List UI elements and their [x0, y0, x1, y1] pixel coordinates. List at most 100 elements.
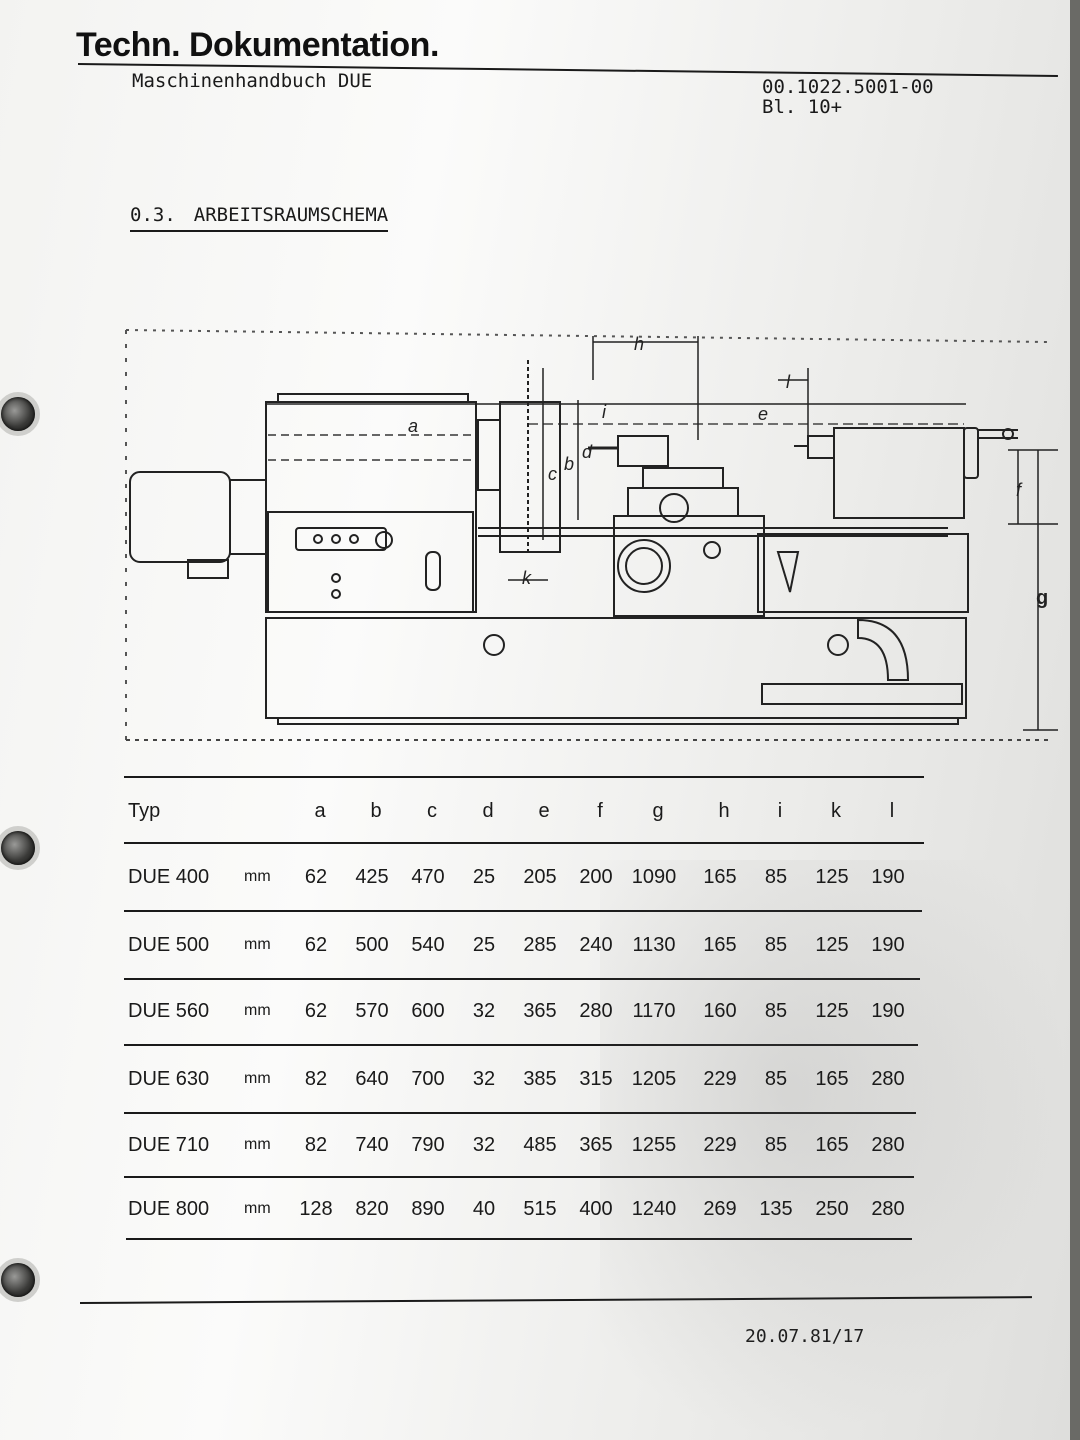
table-cell: 229	[703, 1134, 737, 1156]
table-cell: 640	[355, 1068, 389, 1090]
table-cell: 280	[871, 1068, 905, 1090]
table-cell: 600	[411, 1000, 445, 1022]
table-cell: 32	[472, 1134, 496, 1156]
dim-label-l: l	[786, 372, 791, 392]
table-cell: 1130	[632, 934, 676, 956]
table-cell: 190	[871, 934, 905, 956]
row-type: DUE 400	[128, 866, 210, 888]
dim-label-c: c	[548, 464, 557, 484]
table-cell: 200	[579, 866, 613, 888]
section-number: 0.3.	[130, 204, 176, 226]
row-type: DUE 630	[128, 1068, 210, 1090]
table-rule	[124, 1044, 918, 1046]
table-rule	[126, 1238, 912, 1240]
table-cell: 280	[579, 1000, 613, 1022]
table-cell: 425	[355, 866, 389, 888]
table-cell: 32	[472, 1000, 496, 1022]
table-cell: 165	[815, 1134, 849, 1156]
table-cell: 240	[579, 934, 613, 956]
document-number: 00.1022.5001-00	[762, 76, 934, 98]
column-header: g	[652, 800, 664, 822]
row-type: DUE 800	[128, 1198, 210, 1220]
row-unit: mm	[244, 936, 271, 953]
table-cell: 85	[764, 1134, 788, 1156]
table-cell: 315	[579, 1068, 613, 1090]
table-cell: 25	[472, 934, 496, 956]
table-cell: 85	[764, 934, 788, 956]
table-cell: 229	[703, 1068, 737, 1090]
table-rule	[124, 978, 920, 980]
table-cell: 485	[523, 1134, 557, 1156]
punch-hole	[1, 397, 35, 431]
dim-label-k: k	[522, 568, 532, 588]
table-cell: 40	[472, 1198, 496, 1220]
row-unit: mm	[244, 1002, 271, 1019]
table-cell: 125	[815, 934, 849, 956]
column-header: l	[889, 800, 895, 822]
column-header: b	[370, 800, 382, 822]
table-cell: 790	[411, 1134, 445, 1156]
lathe-schematic-drawing: h l g f k c b i e d a	[125, 329, 1058, 741]
table-rule	[124, 1176, 914, 1178]
table-cell: 32	[472, 1068, 496, 1090]
section-heading: 0.3.ARBEITSRAUMSCHEMA	[130, 204, 389, 232]
table-rule	[124, 910, 922, 912]
table-cell: 165	[815, 1068, 849, 1090]
sheet-number: Bl. 10+	[762, 96, 843, 118]
dim-label-b: b	[564, 454, 574, 474]
table-cell: 1090	[631, 866, 677, 888]
table-cell: 570	[355, 1000, 389, 1022]
punch-hole	[1, 1263, 35, 1297]
table-cell: 205	[523, 866, 557, 888]
table-cell: 1205	[631, 1068, 677, 1090]
table-cell: 400	[579, 1198, 613, 1220]
row-unit: mm	[244, 1200, 271, 1217]
table-cell: 890	[411, 1198, 445, 1220]
table-rule	[124, 776, 924, 778]
row-unit: mm	[244, 1070, 271, 1087]
column-header: f	[597, 800, 603, 822]
table-cell: 62	[304, 1000, 328, 1022]
column-header: e	[538, 800, 550, 822]
table-cell: 125	[815, 1000, 849, 1022]
dim-label-h: h	[634, 334, 644, 354]
table-cell: 285	[523, 934, 557, 956]
table-cell: 280	[871, 1134, 905, 1156]
table-cell: 62	[304, 866, 328, 888]
row-type: DUE 500	[128, 934, 210, 956]
table-cell: 25	[472, 866, 496, 888]
table-cell: 250	[815, 1198, 849, 1220]
table-cell: 1170	[632, 1000, 676, 1022]
table-cell: 700	[411, 1068, 445, 1090]
table-cell: 62	[304, 934, 328, 956]
table-cell: 165	[703, 934, 737, 956]
table-cell: 82	[304, 1134, 328, 1156]
column-header: Typ	[128, 800, 161, 822]
table-cell: 740	[355, 1134, 389, 1156]
table-rule	[124, 842, 924, 844]
table-cell: 135	[759, 1198, 793, 1220]
table-cell: 280	[871, 1198, 905, 1220]
row-type: DUE 560	[128, 1000, 210, 1022]
table-cell: 128	[299, 1198, 333, 1220]
table-cell: 820	[355, 1198, 389, 1220]
column-header: c	[427, 800, 437, 822]
dim-label-i: i	[602, 402, 607, 422]
table-rule	[124, 1112, 916, 1114]
brand-title: Techn. Dokumentation.	[76, 26, 439, 64]
dim-label-f: f	[1016, 480, 1023, 500]
table-cell: 470	[411, 866, 445, 888]
dim-label-d: d	[582, 442, 593, 462]
table-cell: 190	[871, 1000, 905, 1022]
manual-subtitle: Maschinenhandbuch DUE	[132, 70, 373, 92]
table-cell: 125	[815, 866, 849, 888]
footer-rule	[79, 1296, 1032, 1304]
column-header: k	[831, 800, 841, 822]
table-cell: 160	[703, 1000, 737, 1022]
punch-hole	[1, 831, 35, 865]
table-cell: 190	[871, 866, 905, 888]
column-header: d	[482, 800, 494, 822]
table-cell: 540	[411, 934, 445, 956]
table-cell: 1240	[631, 1198, 677, 1220]
table-cell: 365	[579, 1134, 613, 1156]
